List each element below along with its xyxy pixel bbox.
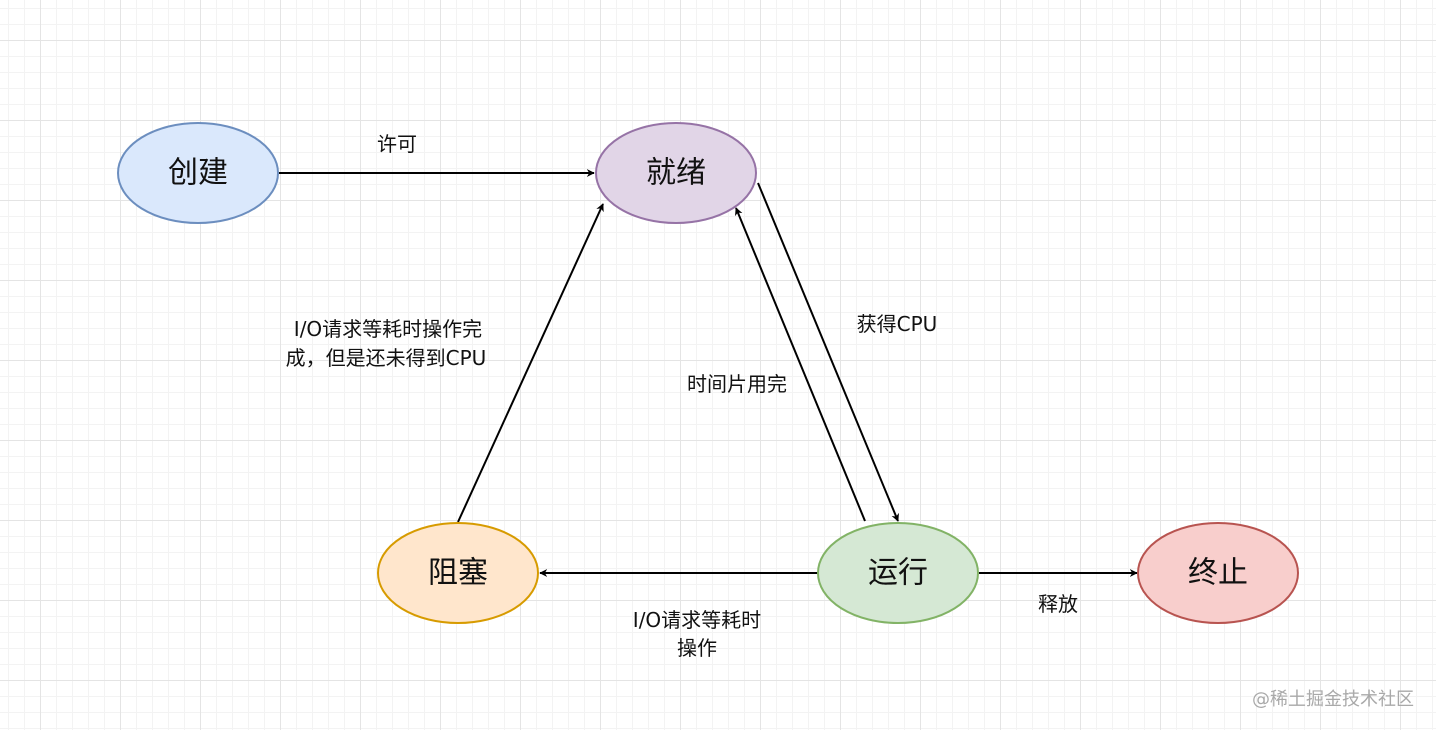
edge-label-running-to-blocked-line2: 操作 (677, 636, 717, 660)
node-running-label: 运行 (868, 556, 928, 591)
node-terminated-shape (1137, 522, 1299, 624)
edge-label-blocked-to-ready-line1: I/O请求等耗时操作完 (294, 317, 482, 341)
edge-label-running-to-terminated: 释放 (1038, 592, 1078, 616)
watermark: @稀土掘金技术社区 (1252, 689, 1414, 710)
edge-running-to-ready (735, 207, 866, 522)
node-create-label: 创建 (168, 156, 228, 191)
edge-label-running-to-blocked-line1: I/O请求等耗时 (633, 608, 761, 632)
edge-label-blocked-to-ready-line2: 成，但是还未得到CPU (286, 346, 487, 370)
edge-ready-to-running (757, 182, 899, 522)
node-running-shape (817, 522, 979, 624)
node-create: 创建 (117, 122, 279, 224)
node-ready: 就绪 (595, 122, 757, 224)
node-ready-label: 就绪 (646, 156, 706, 191)
node-blocked-label: 阻塞 (428, 556, 488, 591)
edge-label-ready-to-running: 获得CPU (857, 312, 938, 336)
node-terminated: 终止 (1137, 522, 1299, 624)
node-ready-shape (595, 122, 757, 224)
node-create-shape (117, 122, 279, 224)
edge-label-running-to-ready: 时间片用完 (687, 372, 787, 396)
edge-label-create-to-ready: 许可 (377, 132, 417, 156)
node-terminated-label: 终止 (1188, 556, 1248, 591)
node-running: 运行 (817, 522, 979, 624)
node-blocked-shape (377, 522, 539, 624)
edge-blocked-to-ready (457, 203, 604, 523)
node-blocked: 阻塞 (377, 522, 539, 624)
